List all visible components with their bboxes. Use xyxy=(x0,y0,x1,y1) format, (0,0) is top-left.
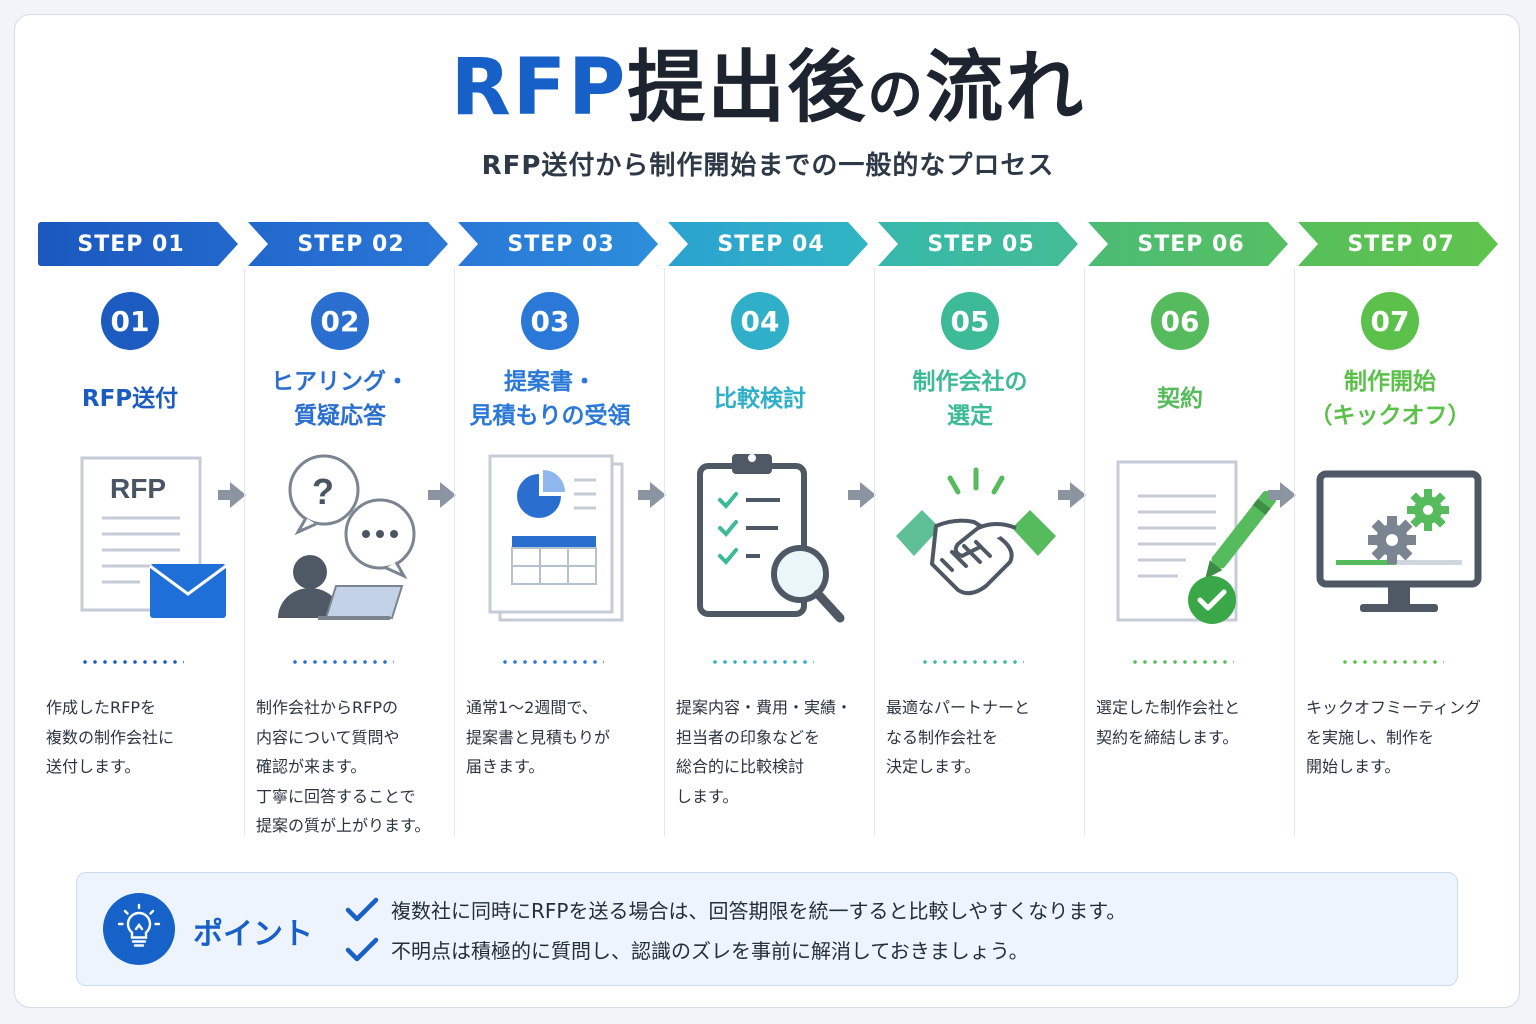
step-name-text: 契約 xyxy=(1157,386,1203,412)
step-column: 04 比較検討 提案内容・費用・実績・ 担当者の印象などを 総合的に比較検討 し… xyxy=(660,268,860,836)
step-name-text: 提案書・ 見積もりの受領 xyxy=(469,369,631,429)
step-chevron: STEP 02 xyxy=(248,222,448,266)
step-column: 03 提案書・ 見積もりの受領 通常1～2週間で、 提案書と見積もりが 届きます… xyxy=(450,268,650,836)
step-name: 制作会社の 選定 xyxy=(870,364,1070,434)
step-number-badge: 04 xyxy=(731,292,789,350)
clipboard-magnifier-icon xyxy=(660,448,860,628)
point-box: ポイント 複数社に同時にRFPを送る場合は、回答期限を統一すると比較しやすくなり… xyxy=(76,872,1458,986)
step-description: 作成したRFPを 複数の制作会社に 送付します。 xyxy=(46,698,175,776)
question-chat-person-icon: ? xyxy=(240,448,440,628)
step-chevron: STEP 01 xyxy=(38,222,238,266)
step-divider xyxy=(1294,268,1295,836)
page-title: RFP提出後の流れ xyxy=(0,40,1536,144)
step-number-badge: 01 xyxy=(101,292,159,350)
dotted-separator xyxy=(1130,660,1234,664)
dotted-separator xyxy=(1340,660,1444,664)
step-divider xyxy=(454,268,455,836)
step-name: ヒアリング・ 質疑応答 xyxy=(240,364,440,434)
step-name: 制作開始 （キックオフ） xyxy=(1290,364,1490,434)
svg-text:?: ? xyxy=(312,471,334,512)
title-end: 流れ xyxy=(925,43,1086,133)
dotted-separator xyxy=(80,660,184,664)
point-item: 複数社に同時にRFPを送る場合は、回答期限を統一すると比較しやすくなります。 xyxy=(345,895,1126,924)
step-description: 制作会社からRFPの 内容について質問や 確認が来ます。 丁寧に回答することで … xyxy=(256,698,431,835)
title-rfp: RFP xyxy=(450,43,628,133)
step-column: 02 ヒアリング・ 質疑応答 ? 制作会社からRFPの 内容について質問や 確認… xyxy=(240,268,440,836)
dotted-separator xyxy=(500,660,604,664)
step-name: RFP送付 xyxy=(30,364,230,434)
proposal-chart-document-icon xyxy=(450,448,650,628)
arrow-right-icon xyxy=(1058,482,1086,508)
step-number-badge: 02 xyxy=(311,292,369,350)
step-number-badge: 06 xyxy=(1151,292,1209,350)
step-description: 最適なパートナーと なる制作会社を 決定します。 xyxy=(886,698,1031,776)
page-subtitle: RFP送付から制作開始までの一般的なプロセス xyxy=(481,151,1055,181)
lightbulb-icon xyxy=(103,893,175,965)
arrow-right-icon xyxy=(428,482,456,508)
step-name: 比較検討 xyxy=(660,364,860,434)
check-icon xyxy=(345,937,379,961)
step-chevron: STEP 03 xyxy=(458,222,658,266)
monitor-gears-icon xyxy=(1290,448,1490,628)
step-column: 01 RFP送付 RFP 作成したRFPを 複数の制作会社に 送付します。 xyxy=(30,268,230,836)
step-description: 選定した制作会社と 契約を締結します。 xyxy=(1096,698,1241,747)
handshake-icon xyxy=(870,448,1070,628)
dotted-separator xyxy=(920,660,1024,664)
step-number-badge: 07 xyxy=(1361,292,1419,350)
svg-text:RFP: RFP xyxy=(110,473,166,504)
step-column: 06 契約 選定した制作会社と 契約を締結します。 xyxy=(1080,268,1280,836)
title-rest: 提出後 xyxy=(627,43,868,133)
step-name-text: RFP送付 xyxy=(81,386,179,412)
point-label: ポイント xyxy=(193,917,313,952)
point-item-text: 不明点は積極的に質問し、認識のズレを事前に解消しておきましょう。 xyxy=(391,939,1029,963)
step-column: 07 制作開始 （キックオフ） キックオフミーティング を実施し、制作を 開始し… xyxy=(1290,268,1490,836)
step-divider xyxy=(244,268,245,836)
step-name-text: 制作開始 （キックオフ） xyxy=(1309,369,1471,429)
step-column: 05 制作会社の 選定 最適なパートナーと なる制作会社を 決定します。 xyxy=(870,268,1070,836)
point-item-text: 複数社に同時にRFPを送る場合は、回答期限を統一すると比較しやすくなります。 xyxy=(391,899,1127,923)
step-name-text: 比較検討 xyxy=(714,386,806,412)
point-item: 不明点は積極的に質問し、認識のズレを事前に解消しておきましょう。 xyxy=(345,935,1029,964)
arrow-right-icon xyxy=(848,482,876,508)
step-divider xyxy=(1084,268,1085,836)
step-name-text: 制作会社の 選定 xyxy=(912,369,1028,429)
step-chevron: STEP 07 xyxy=(1298,222,1498,266)
step-description: 提案内容・費用・実績・ 担当者の印象などを 総合的に比較検討 します。 xyxy=(676,698,853,806)
dotted-separator xyxy=(290,660,394,664)
rfp-document-mail-icon: RFP xyxy=(30,448,230,628)
check-icon xyxy=(345,897,379,921)
step-number-badge: 05 xyxy=(941,292,999,350)
step-chevron: STEP 06 xyxy=(1088,222,1288,266)
step-name: 提案書・ 見積もりの受領 xyxy=(450,364,650,434)
step-description: 通常1～2週間で、 提案書と見積もりが 届きます。 xyxy=(466,698,611,776)
arrow-right-icon xyxy=(1268,482,1296,508)
step-number-badge: 03 xyxy=(521,292,579,350)
dotted-separator xyxy=(710,660,814,664)
arrow-right-icon xyxy=(638,482,666,508)
contract-pen-check-icon xyxy=(1080,448,1280,628)
title-particle: の xyxy=(867,63,926,128)
step-divider xyxy=(874,268,875,836)
step-chevron: STEP 05 xyxy=(878,222,1078,266)
step-chevron: STEP 04 xyxy=(668,222,868,266)
step-name: 契約 xyxy=(1080,364,1280,434)
step-name-text: ヒアリング・ 質疑応答 xyxy=(271,369,409,429)
step-description: キックオフミーティング を実施し、制作を 開始します。 xyxy=(1306,698,1482,776)
arrow-right-icon xyxy=(218,482,246,508)
step-divider xyxy=(664,268,665,836)
